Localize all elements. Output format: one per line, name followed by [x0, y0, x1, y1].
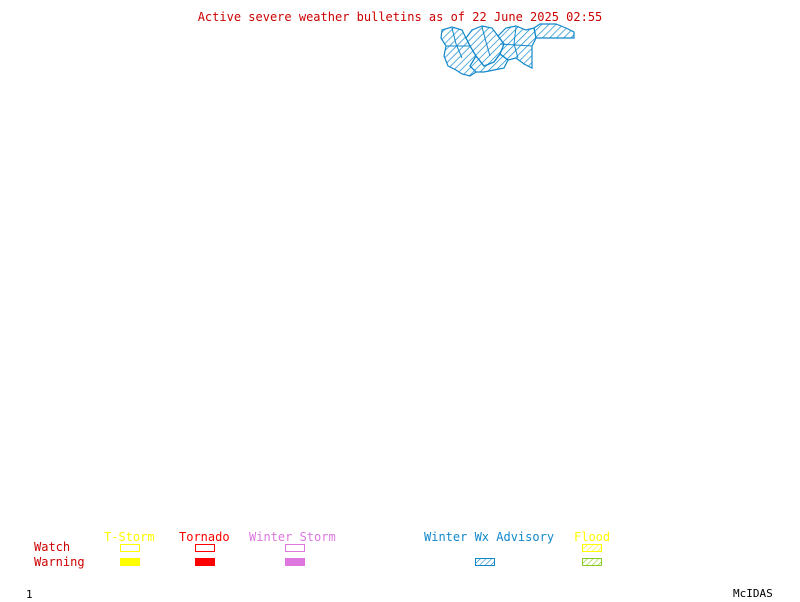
- flood-watch-swatch: [582, 544, 602, 552]
- legend-label-tstorm: T-Storm: [104, 530, 155, 544]
- winter-storm-warning-swatch: [285, 558, 305, 566]
- frame-number: 1: [26, 588, 33, 601]
- tstorm-watch-swatch: [120, 544, 140, 552]
- legend-label-flood: Flood: [574, 530, 611, 544]
- advisory-zone-northeast: [533, 23, 575, 39]
- tornado-watch-swatch: [195, 544, 215, 552]
- advisory-zone-south: [469, 53, 509, 73]
- legend-row-watch: Watch: [34, 540, 71, 554]
- software-label: McIDAS: [733, 587, 773, 600]
- map-title: Active severe weather bulletins as of 22…: [197, 10, 603, 24]
- tornado-warning-swatch: [195, 558, 215, 566]
- tstorm-warning-swatch: [120, 558, 140, 566]
- county-lines: [446, 26, 533, 59]
- advisory-region: [440, 23, 575, 77]
- legend-row-warning: Warning: [34, 555, 85, 569]
- legend-label-winter-storm: Winter Storm: [249, 530, 336, 544]
- advisory-zone-west: [440, 26, 477, 77]
- legend-label-winter-wx-advisory: Winter Wx Advisory: [424, 530, 555, 544]
- flood-warning-swatch: [582, 558, 602, 566]
- legend-label-tornado: Tornado: [179, 530, 230, 544]
- winter-storm-watch-swatch: [285, 544, 305, 552]
- winter-wx-advisory-swatch: [475, 558, 495, 566]
